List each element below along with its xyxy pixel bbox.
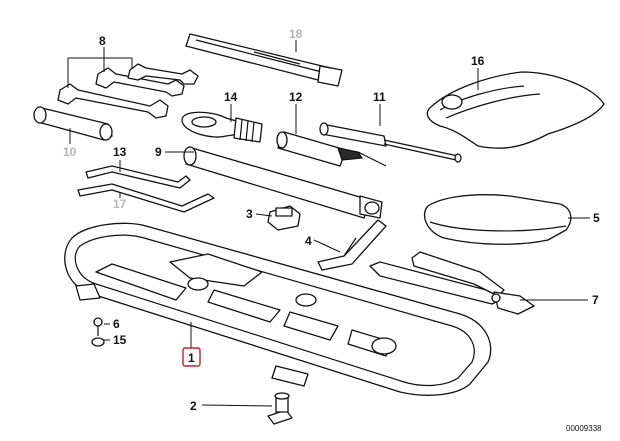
label-14[interactable]: 14 [224, 90, 238, 104]
label-18[interactable]: 18 [289, 27, 303, 41]
label-10[interactable]: 10 [63, 145, 77, 159]
label-12[interactable]: 12 [289, 90, 303, 104]
part-12-tube[interactable] [276, 131, 387, 167]
label-2[interactable]: 2 [190, 399, 197, 413]
part-15-washer[interactable] [91, 337, 105, 347]
leader-lines [67, 40, 590, 407]
part-14-towing-eye[interactable] [181, 111, 263, 143]
label-13[interactable]: 13 [113, 145, 127, 159]
label-11[interactable]: 11 [373, 90, 386, 104]
callout-labels: 8 18 16 14 12 11 10 9 13 17 3 5 4 7 6 15… [63, 27, 600, 413]
label-6[interactable]: 6 [113, 317, 120, 331]
label-3[interactable]: 3 [246, 207, 253, 221]
label-9[interactable]: 9 [155, 145, 162, 159]
part-3-nut[interactable] [267, 205, 301, 231]
label-17[interactable]: 17 [113, 197, 127, 211]
label-5[interactable]: 5 [593, 211, 600, 225]
label-15[interactable]: 15 [113, 333, 127, 347]
part-17-hex-key[interactable] [77, 183, 215, 213]
part-13-hex-key[interactable] [85, 165, 191, 189]
part-2-wing-bolt[interactable] [267, 392, 293, 425]
part-18-tool-strap[interactable] [185, 33, 343, 87]
part-9-wheel-brace[interactable] [183, 146, 383, 219]
part-16-cloth[interactable] [426, 71, 605, 149]
part-4-clip[interactable] [317, 219, 387, 271]
part-8-wrench-set[interactable] [57, 63, 199, 119]
label-1[interactable]: 1 [188, 351, 195, 365]
label-8[interactable]: 8 [99, 34, 106, 48]
label-4[interactable]: 4 [305, 234, 312, 248]
label-7[interactable]: 7 [592, 293, 599, 307]
part-11-screwdriver[interactable] [319, 122, 462, 163]
part-6-screw[interactable] [93, 317, 103, 336]
part-1-tool-tray[interactable] [64, 222, 492, 396]
label-16[interactable]: 16 [471, 54, 485, 68]
reference-number: 00009338 [566, 424, 602, 433]
label-1-highlight-box [182, 347, 201, 367]
part-10-box-spanner[interactable] [33, 106, 113, 141]
part-7-pliers[interactable] [369, 251, 535, 315]
part-5-pad[interactable] [423, 194, 572, 245]
